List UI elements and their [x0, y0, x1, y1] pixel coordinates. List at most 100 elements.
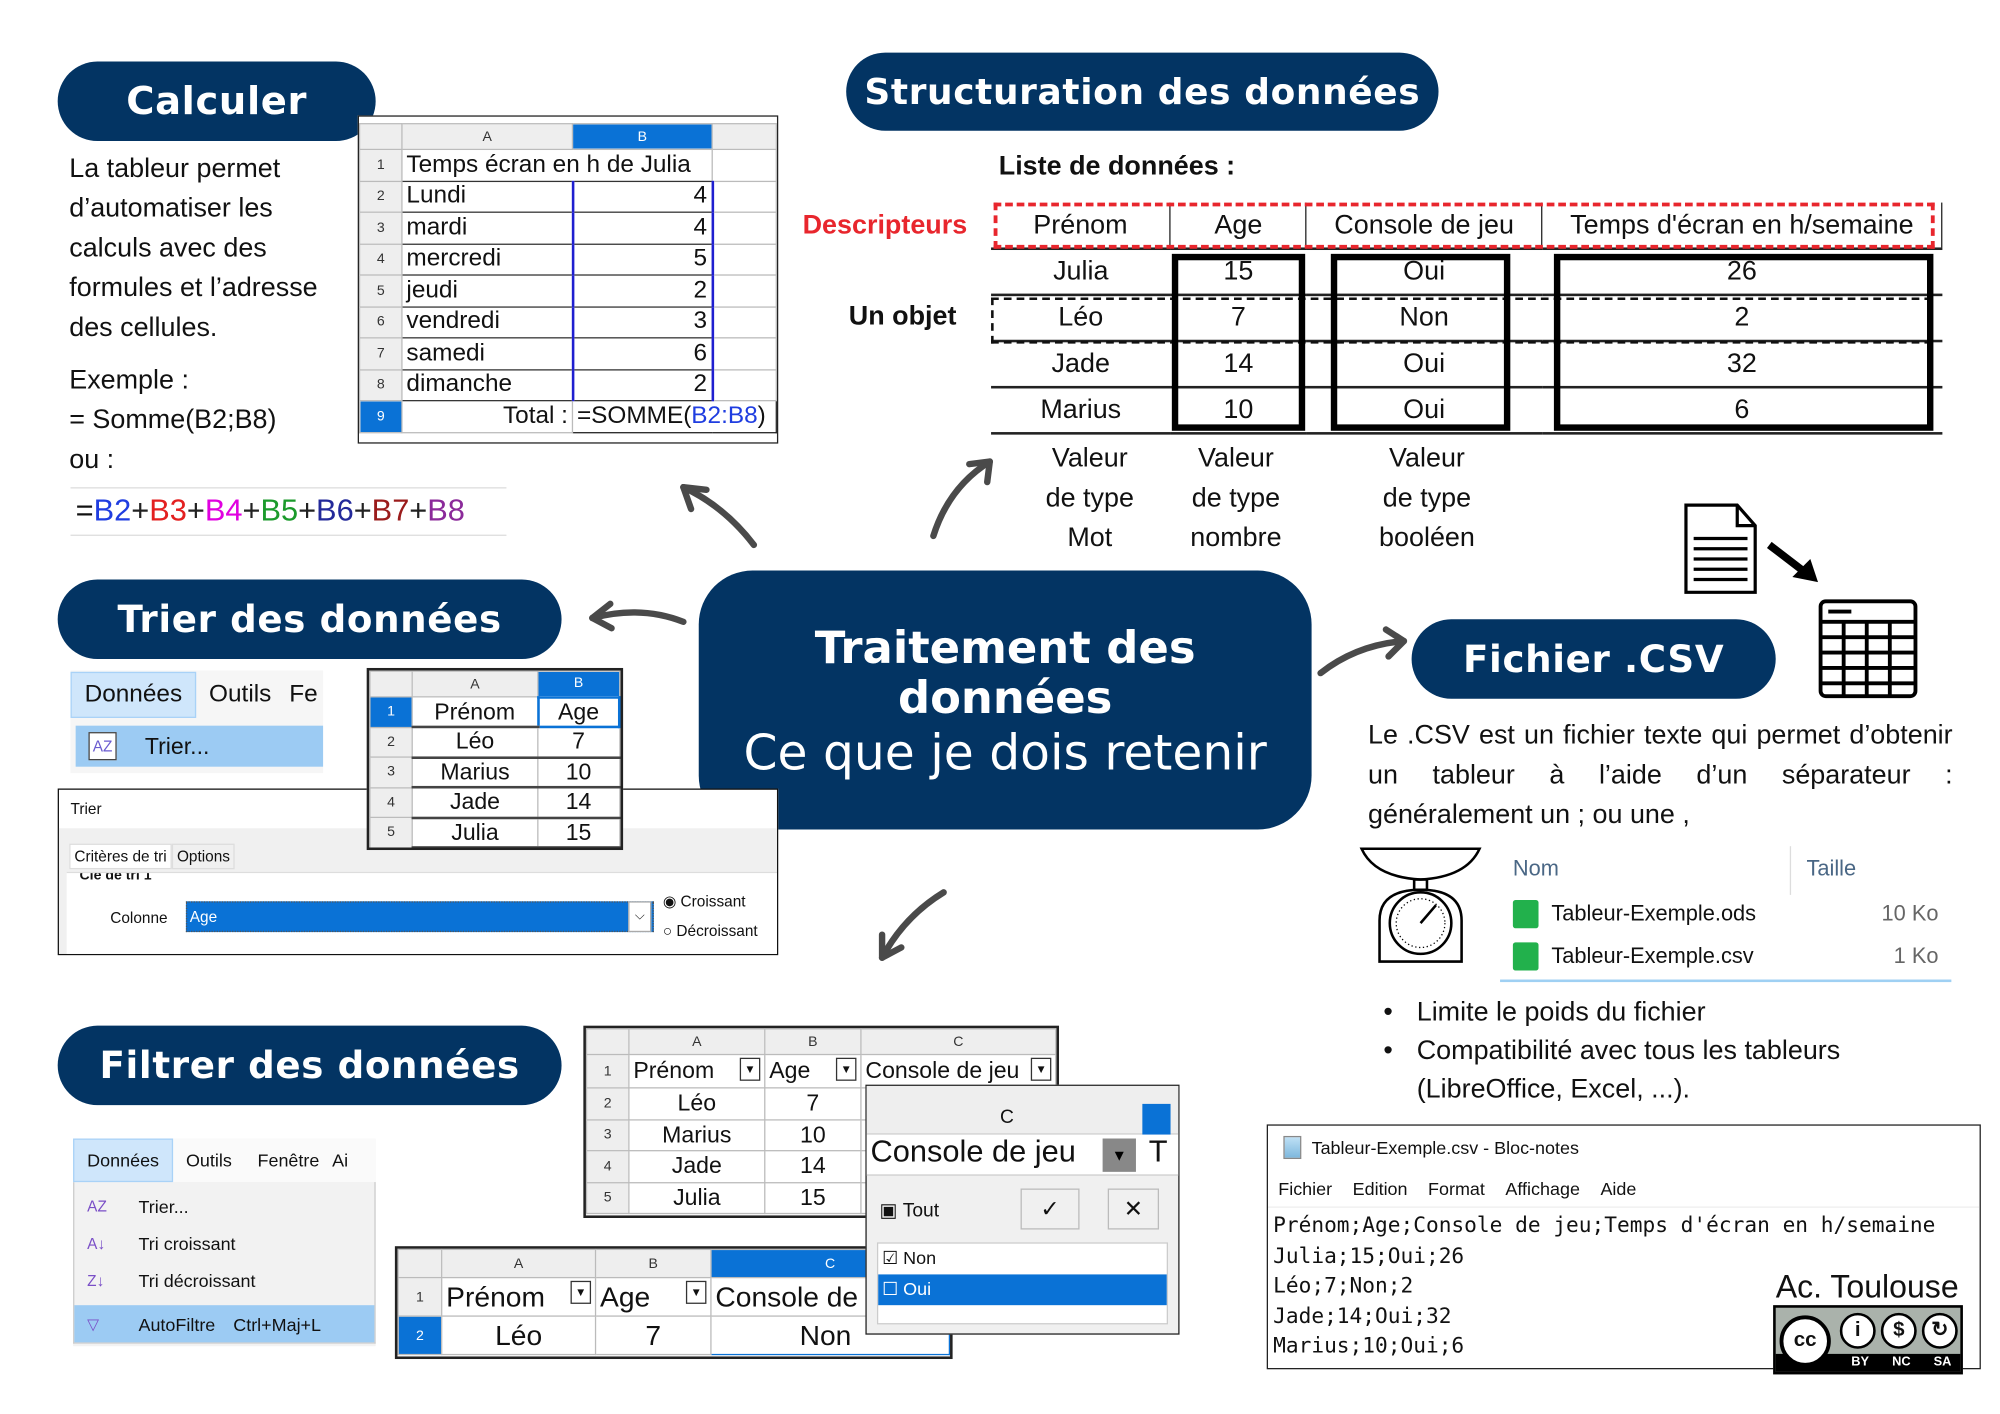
cell[interactable]: Marius [411, 756, 539, 789]
row-header[interactable]: 4 [369, 786, 413, 818]
cell[interactable]: 10 [764, 1118, 862, 1152]
cell[interactable]: 5 [571, 242, 714, 276]
cell[interactable]: Jade [411, 786, 539, 819]
col-header-b[interactable]: B [764, 1028, 862, 1056]
autofilter-dropdown-button[interactable]: ▼ [570, 1280, 592, 1304]
cell[interactable]: 15 [537, 816, 620, 848]
menu-fenetre[interactable]: Fenêtre [257, 1150, 320, 1171]
csv-line[interactable]: Jade;14;Oui;32 [1273, 1303, 1452, 1328]
row-header[interactable]: 2 [397, 1315, 443, 1356]
uncheck-all-button[interactable]: ✕ [1107, 1188, 1160, 1230]
cell[interactable]: 14 [537, 786, 620, 819]
menu-fenetre[interactable]: Fe [289, 680, 318, 708]
cell[interactable]: Temps écran en h de Julia [401, 148, 713, 182]
autofilter-dropdown-button[interactable]: ▼ [685, 1280, 707, 1304]
cell[interactable]: 3 [571, 305, 714, 339]
menu-item[interactable]: A↓Tri croissant [74, 1224, 374, 1261]
cell[interactable]: Marius [628, 1118, 766, 1152]
cell[interactable]: mardi [401, 211, 574, 245]
cell[interactable]: dimanche [401, 368, 574, 402]
total-formula-cell[interactable]: =SOMME(B2:B8) [571, 400, 777, 434]
row-header[interactable]: 9 [358, 400, 403, 434]
col-header-a[interactable]: A [401, 123, 574, 151]
cell[interactable]: Prénom [411, 696, 539, 729]
column-taille[interactable]: Taille [1806, 856, 1857, 881]
col-header-c[interactable]: C [860, 1028, 1057, 1056]
row-header[interactable]: 5 [369, 816, 413, 848]
cell[interactable]: Julia [411, 816, 539, 848]
row-header[interactable]: 2 [369, 726, 413, 758]
checkbox-tout[interactable]: ▣ Tout [879, 1200, 940, 1222]
notepad-menu-format[interactable]: Format [1428, 1177, 1485, 1199]
cell[interactable]: 7 [764, 1087, 862, 1120]
menu-donnees[interactable]: Données [73, 1138, 174, 1183]
cell[interactable]: Julia [628, 1181, 766, 1215]
row-header[interactable]: 6 [358, 305, 403, 339]
cell[interactable]: 2 [571, 274, 714, 308]
cell[interactable]: 15 [764, 1181, 862, 1215]
notepad-menu-edition[interactable]: Edition [1352, 1177, 1408, 1199]
menu-donnees[interactable]: Données [70, 671, 197, 718]
cell[interactable]: Léo [411, 726, 539, 759]
row-header[interactable]: 2 [585, 1087, 630, 1120]
menu-outils[interactable]: Outils [185, 1150, 232, 1171]
cell[interactable]: 2 [571, 368, 714, 402]
row-header[interactable]: 3 [358, 211, 403, 245]
filter-option-non[interactable]: ☑ Non [882, 1247, 937, 1268]
dropdown-arrow-icon[interactable]: ▼ [1102, 1138, 1136, 1172]
csv-line[interactable]: Marius;10;Oui;6 [1273, 1333, 1465, 1358]
row-header[interactable]: 5 [585, 1181, 630, 1215]
csv-line[interactable]: Julia;15;Oui;26 [1273, 1242, 1465, 1268]
formula-cell[interactable]: =B2+B3+B4+B5+B6+B7+B8 [70, 487, 507, 536]
cell[interactable]: Lundi [401, 180, 574, 213]
cell[interactable]: 4 [571, 180, 714, 213]
cell[interactable]: 4 [571, 211, 714, 245]
col-header-a[interactable]: A [411, 670, 539, 698]
row-header[interactable]: 2 [358, 180, 403, 213]
tab-criteres[interactable]: Critères de tri [69, 843, 172, 870]
row-header[interactable]: 1 [358, 148, 403, 182]
column-nom[interactable]: Nom [1512, 856, 1559, 881]
chevron-down-icon[interactable]: ⌵ [628, 901, 652, 933]
cell[interactable]: 10 [537, 756, 620, 789]
cell[interactable]: samedi [401, 337, 574, 370]
row-header[interactable]: 3 [585, 1118, 630, 1152]
autofilter-dropdown-button[interactable]: ▼ [835, 1057, 857, 1081]
radio-croissant[interactable]: ◉ Croissant [662, 892, 746, 911]
row-header[interactable]: 1 [369, 696, 413, 728]
autofilter-dropdown-button[interactable]: ▼ [1030, 1057, 1052, 1081]
row-header[interactable]: 7 [358, 337, 403, 370]
row-header[interactable]: 5 [358, 274, 403, 308]
column-select[interactable]: Age [185, 901, 654, 933]
cell[interactable]: Age [536, 695, 621, 729]
row-header[interactable]: 4 [585, 1150, 630, 1183]
tab-options[interactable]: Options [171, 843, 236, 870]
col-header-b[interactable]: B [537, 670, 620, 698]
row-header[interactable]: 3 [369, 756, 413, 788]
cell[interactable]: vendredi [401, 305, 574, 339]
cell[interactable]: 7 [537, 726, 620, 759]
filter-option-oui[interactable]: ☐ Oui [878, 1274, 1167, 1306]
menu-outils[interactable]: Outils [209, 680, 272, 708]
col-header-a[interactable]: A [441, 1248, 597, 1279]
cell[interactable]: Jade [628, 1150, 766, 1183]
cell[interactable]: jeudi [401, 274, 574, 308]
menu-item-trier[interactable]: AZ Trier... [75, 725, 324, 767]
menu-aide[interactable]: Ai [332, 1150, 349, 1171]
row-header[interactable]: 8 [358, 368, 403, 402]
col-header-b[interactable]: B [571, 123, 713, 151]
cell[interactable]: 7 [594, 1315, 712, 1356]
row-header[interactable]: 4 [358, 242, 403, 276]
notepad-menu-aide[interactable]: Aide [1600, 1177, 1637, 1199]
autofilter-dropdown-button[interactable]: ▼ [739, 1057, 761, 1081]
cell[interactable]: Léo [628, 1087, 766, 1120]
notepad-menu-fichier[interactable]: Fichier [1278, 1177, 1333, 1199]
csv-line[interactable]: Prénom;Age;Console de jeu;Temps d'écran … [1273, 1212, 1936, 1238]
menu-item[interactable]: Z↓Tri décroissant [74, 1262, 374, 1299]
notepad-menu-affichage[interactable]: Affichage [1505, 1177, 1580, 1199]
radio-decroissant[interactable]: ○ Décroissant [662, 921, 758, 940]
